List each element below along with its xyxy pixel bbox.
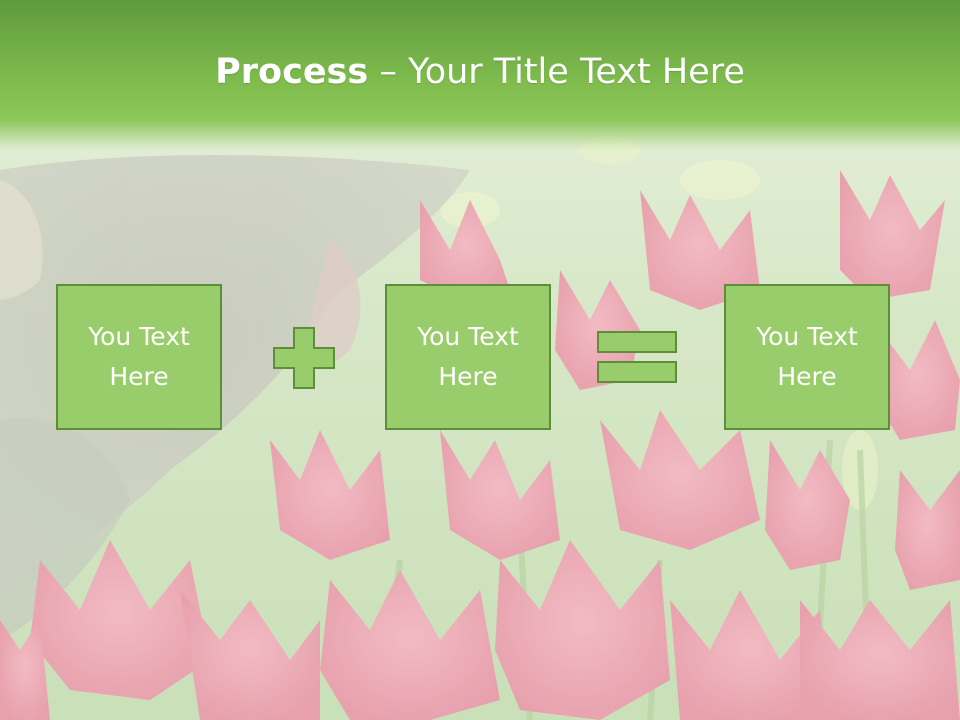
title-band	[0, 0, 960, 150]
title-rest: – Your Title Text Here	[368, 52, 745, 92]
process-box-3[interactable]: You Text Here	[724, 284, 890, 430]
title-bold: Process	[215, 52, 369, 92]
process-box-2-text: You Text Here	[417, 322, 519, 391]
plus-icon	[273, 327, 335, 389]
process-box-3-text: You Text Here	[756, 322, 858, 391]
slide-title: Process – Your Title Text Here	[0, 52, 960, 92]
process-box-1-text: You Text Here	[88, 322, 190, 391]
tulips	[0, 170, 960, 720]
equals-icon	[597, 331, 677, 383]
process-box-2[interactable]: You Text Here	[385, 284, 551, 430]
process-box-1[interactable]: You Text Here	[56, 284, 222, 430]
person-silhouette	[0, 155, 470, 640]
